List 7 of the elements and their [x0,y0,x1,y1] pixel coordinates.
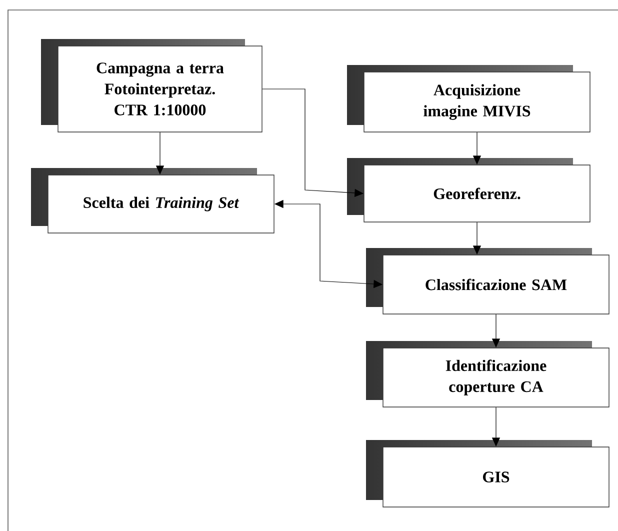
process-box: GIS [366,440,610,508]
process-box: Classificazione SAM [366,248,610,314]
process-box: Campagna a terra Fotointerpretaz. CTR 1:10000 [41,39,262,132]
process-box: Acquisizione imagine MIVIS [347,65,590,132]
process-box: Scelta dei Training Set [31,168,274,234]
process-box: Identificazione coperture CA [366,341,610,408]
process-box: Georeferenz. [347,158,590,222]
